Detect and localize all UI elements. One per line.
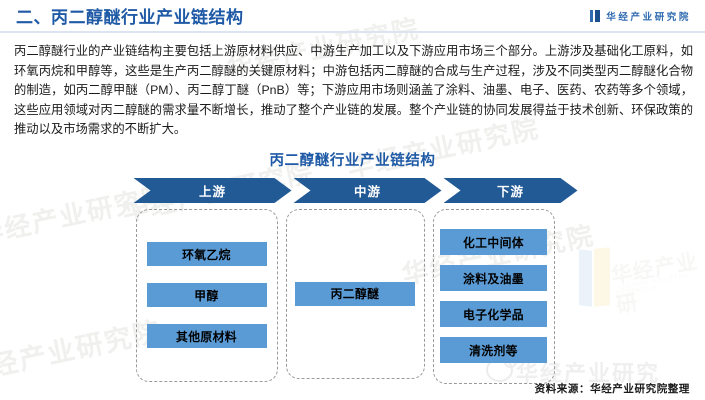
figure-title: 丙二醇醚行业产业链结构 bbox=[269, 152, 436, 169]
stage-header-midstream: 中游 bbox=[294, 178, 442, 203]
watermark-weibo: 华经产业研究 bbox=[486, 355, 658, 386]
node-item: 丙二醇醚 bbox=[295, 281, 415, 306]
value-chain-figure: 丙二醇醚行业产业链结构 上游 中游 下游 环氧乙烷 甲醇 其他原材料 丙二醇醚 … bbox=[0, 149, 705, 384]
node-item: 涂料及油墨 bbox=[440, 265, 547, 292]
source-note: 资料来源：华经产业研究院整理 bbox=[534, 383, 690, 395]
brand-logo: 华经产业研究院 bbox=[590, 9, 691, 23]
stage-header-row: 上游 中游 下游 bbox=[128, 178, 578, 203]
watermark-weibo-label: 华经产业研究 bbox=[516, 361, 661, 386]
stage-column-downstream: 化工中间体 涂料及油墨 电子化学品 清洗剂等 bbox=[432, 208, 555, 384]
page-header: 二、丙二醇醚行业产业链结构 华经产业研究院 bbox=[0, 0, 705, 33]
page-title: 二、丙二醇醚行业产业链结构 bbox=[16, 8, 244, 27]
node-item: 电子化学品 bbox=[440, 301, 547, 328]
node-item: 其他原材料 bbox=[146, 324, 267, 349]
node-item: 清洗剂等 bbox=[440, 337, 547, 364]
stage-column-upstream: 环氧乙烷 甲醇 其他原材料 bbox=[135, 208, 278, 382]
node-item: 化工中间体 bbox=[440, 229, 547, 256]
node-item: 甲醇 bbox=[146, 283, 267, 308]
stage-header-downstream: 下游 bbox=[444, 178, 578, 203]
value-chain-diagram: 上游 中游 下游 环氧乙烷 甲醇 其他原材料 丙二醇醚 化工中间体 涂料及油墨 … bbox=[128, 178, 578, 384]
stage-column-midstream: 丙二醇醚 bbox=[285, 208, 425, 379]
brand-name: 华经产业研究院 bbox=[606, 11, 691, 23]
article-paragraph: 丙二醇醚行业的产业链结构主要包括上游原材料供应、中游生产加工以及下游应用市场三个… bbox=[14, 44, 693, 137]
stage-header-upstream: 上游 bbox=[134, 178, 292, 203]
book-mark-icon bbox=[590, 9, 601, 22]
node-item: 环氧乙烷 bbox=[146, 242, 267, 267]
